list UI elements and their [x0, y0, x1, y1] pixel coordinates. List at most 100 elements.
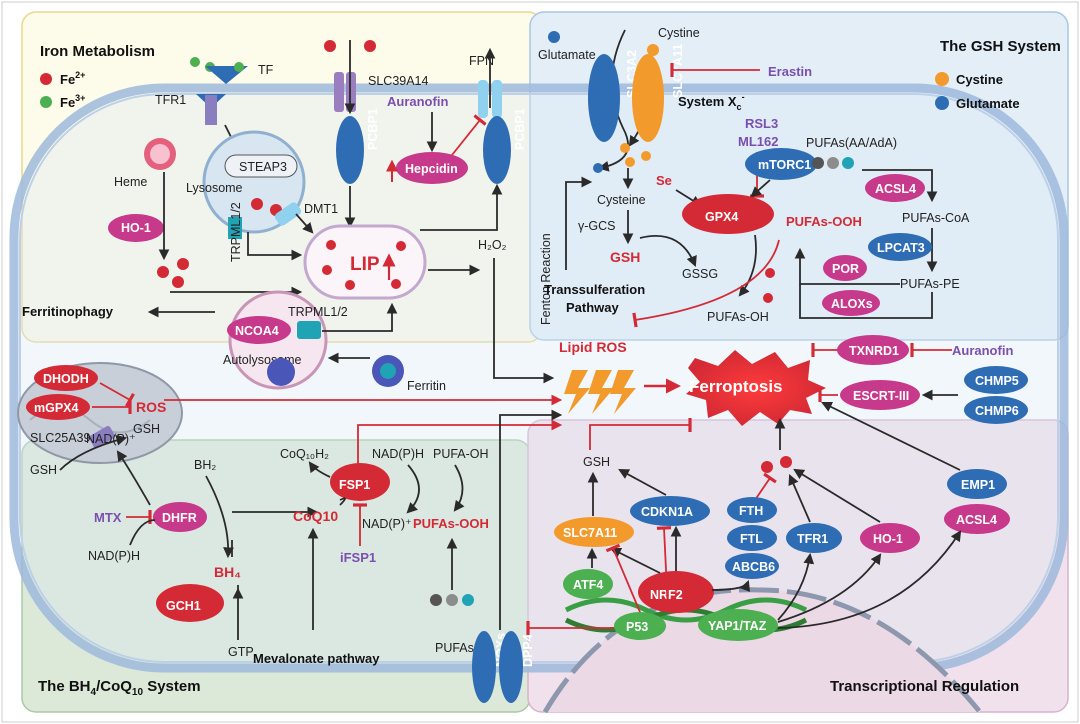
lysosome-label: Lysosome [186, 181, 243, 195]
bh4-panel-title: The BH4/CoQ10 System [38, 678, 201, 698]
tr-gsh-inhibits-lipid-ros [589, 417, 692, 450]
pufas-to-coa-arrow [862, 169, 938, 203]
bh4-label: BH₄ [214, 564, 241, 580]
gsh-to-gssg-arrow [639, 234, 697, 268]
ferritin-label: Ferritin [407, 379, 446, 393]
ferroptosis-label: Ferroptosis [689, 377, 783, 396]
ho1-to-fe-arrow [793, 468, 881, 523]
fsp1-to-lipid-ros [357, 419, 563, 470]
aloxs-node [822, 290, 880, 316]
mevalonate-label: Mevalonate pathway [253, 651, 380, 666]
coq10h2-label: CoQ₁₀H₂ [280, 447, 329, 461]
pcbp1-text-a: PCBP1 [366, 108, 380, 150]
dhodh-node [34, 365, 98, 391]
ggcs-label: γ-GCS [578, 219, 616, 233]
fe2-dot [396, 241, 406, 251]
tfr1-tr-node [786, 523, 842, 553]
nadp-plus-label: NAD(P)⁺ [86, 432, 136, 446]
coq10-label: CoQ10 [293, 508, 338, 524]
dhodh-text: DHODH [43, 372, 89, 386]
pufas-bh4-label: PUFAs [435, 641, 474, 655]
pufa-lipid-icon [812, 157, 824, 169]
fsp1-node [330, 463, 390, 501]
atf4-text: ATF4 [573, 578, 603, 592]
fe2-dot [324, 40, 336, 52]
fe2-dot [157, 266, 169, 278]
slc25a39-label: SLC25A39 [30, 431, 91, 445]
ferritinophagy-label: Ferritinophagy [22, 304, 114, 319]
fe2-dot [364, 40, 376, 52]
fth-node [727, 497, 777, 523]
lip-to-fpn-arrow [420, 183, 503, 231]
glutamate-label: Glutamate [538, 48, 596, 62]
abcb6-node [725, 553, 779, 579]
slc3a2-node [588, 54, 620, 142]
pufa-lipid-icon [430, 594, 442, 606]
nrf2-node [638, 571, 714, 613]
fe3-dot [190, 57, 200, 67]
noxs-node [472, 631, 496, 703]
slc7a11-tr-text: SLC7A11 [563, 526, 617, 540]
slc7a11-tr-node [554, 517, 634, 547]
ho1-tr-node [860, 523, 920, 553]
slc39a14-channel [334, 72, 344, 112]
dhodh-inhibits-ros [99, 382, 135, 408]
lpcat3-text: LPCAT3 [877, 241, 925, 255]
pufas-ooh-bh4-label: PUFAs-OOH [413, 516, 489, 531]
gpx4-node [682, 194, 774, 234]
nadph-label: NAD(P)H [88, 549, 140, 563]
chmp6-text: CHMP6 [975, 404, 1019, 418]
cell-membrane [9, 83, 1069, 673]
glutamate-legend-label: Glutamate [956, 96, 1020, 111]
cystine-legend-dot [935, 72, 949, 86]
auranofin-iron-label: Auranofin [387, 94, 448, 109]
ros-label: ROS [136, 399, 166, 415]
emp1-node [947, 469, 1007, 499]
dpp4-node [499, 631, 523, 703]
yap-to-tfr1-arrow [777, 552, 815, 621]
pufa-lipid-icon [842, 157, 854, 169]
fe2-dot [322, 265, 332, 275]
fe2-legend-dot [40, 73, 52, 85]
ftl-node [727, 525, 777, 551]
fe2-dot [780, 456, 792, 468]
atf4-node [563, 569, 613, 599]
pcbp1-node-b [483, 116, 511, 184]
p53-inhibits-slc7a11 [605, 543, 641, 613]
pufa-lipid-icon [462, 594, 474, 606]
chmp5-node [964, 366, 1028, 394]
dmt1-to-lip-arrow [295, 213, 314, 234]
nadph-to-nadp-arrow [406, 464, 420, 514]
tf-label: TF [258, 63, 274, 77]
hepcidin-inhibits-fpn [447, 114, 487, 161]
ferroptosis-burst [686, 350, 826, 426]
gsh-panel-title: The GSH System [940, 38, 1061, 55]
gpx4-inhibits-lipid-ros [632, 239, 780, 328]
nrf2-to-slc7a11-arrow [610, 548, 661, 574]
auranofin-center-label: Auranofin [952, 343, 1013, 358]
mgpx4-text: mGPX4 [34, 401, 79, 415]
ho1-tr-text: HO-1 [873, 532, 903, 546]
lipid-ros-label: Lipid ROS [559, 339, 627, 355]
dpp4-text: DPP4 [521, 634, 535, 667]
erastin-label: Erastin [768, 64, 812, 79]
yap-to-ho1-arrow [777, 553, 882, 623]
pufa-lipid-icon [446, 594, 458, 606]
glutamate-export-path [597, 29, 629, 172]
bh2-to-bh4-arrow [205, 475, 234, 559]
ferritin-icon-core [380, 363, 396, 379]
pufas-oh-gsh-label: PUFAs-OH [707, 310, 769, 324]
dmt1-channel-icon [274, 202, 302, 226]
steap3-box [224, 154, 298, 178]
mtorc1-text: mTORC1 [758, 158, 811, 172]
lightning-icon [564, 370, 636, 414]
heme-icon-inner [150, 144, 170, 164]
fe2-dot [391, 279, 401, 289]
fth-inhibits-fe [754, 472, 777, 501]
fe2-dot [763, 293, 773, 303]
p53-inhibits-cdkn1a [656, 526, 672, 613]
fe3-legend-dot [40, 96, 52, 108]
abcb6-text: ABCB6 [732, 560, 775, 574]
glutamate-legend-dot [935, 96, 949, 110]
rsl3-label: RSL3 [745, 116, 778, 131]
